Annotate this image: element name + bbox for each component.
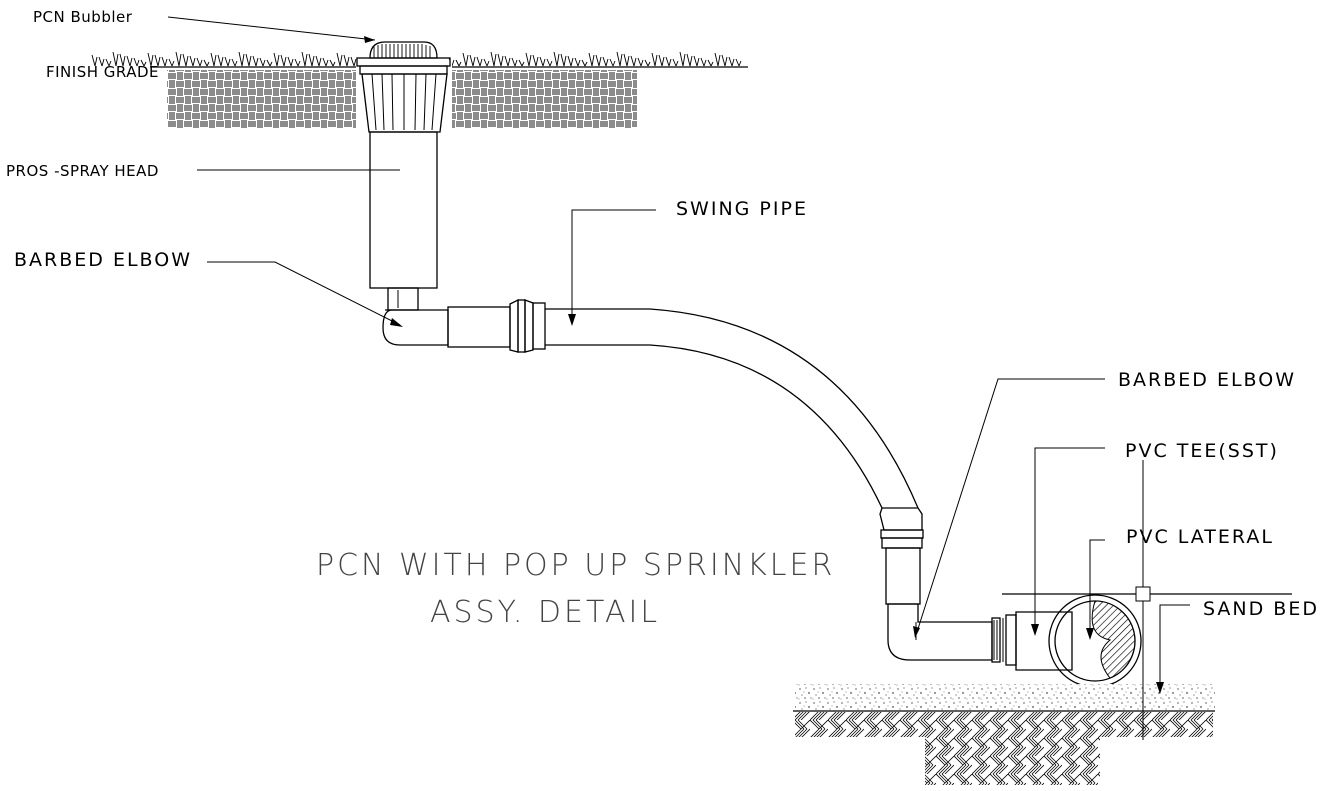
top-barbed-elbow: [382, 309, 449, 346]
pvc-lateral-section: [1048, 594, 1142, 688]
label-pros-spray-head: PROS -SPRAY HEAD: [6, 162, 159, 180]
label-pcn-bubbler: PCN Bubbler: [33, 8, 133, 26]
leader-arrowheads: [364, 36, 1164, 694]
label-sand-bed: SAND BED: [1203, 598, 1319, 620]
label-pvc-tee: PVC TEE(SST): [1125, 440, 1279, 462]
pvc-tee: [991, 611, 1073, 671]
detail-title-line2: ASSY. DETAIL: [430, 595, 660, 630]
sprinkler-head: [356, 41, 452, 311]
label-barbed-elbow-bottom: BARBED ELBOW: [1118, 369, 1296, 391]
swing-pipe: [447, 298, 924, 605]
earth-hatch: [795, 712, 1213, 785]
bottom-elbow: [887, 603, 993, 661]
detail-title-line1: PCN WITH POP UP SPRINKLER: [316, 548, 835, 583]
label-swing-pipe: SWING PIPE: [676, 198, 808, 220]
label-pvc-lateral: PVC LATERAL: [1126, 526, 1274, 548]
leader-lines: [167, 16, 1190, 740]
label-finish-grade: FINISH GRADE: [46, 63, 159, 81]
sand-layer: [795, 684, 1215, 710]
label-barbed-elbow-top: BARBED ELBOW: [14, 249, 192, 271]
grass-tufts: [91, 51, 742, 67]
